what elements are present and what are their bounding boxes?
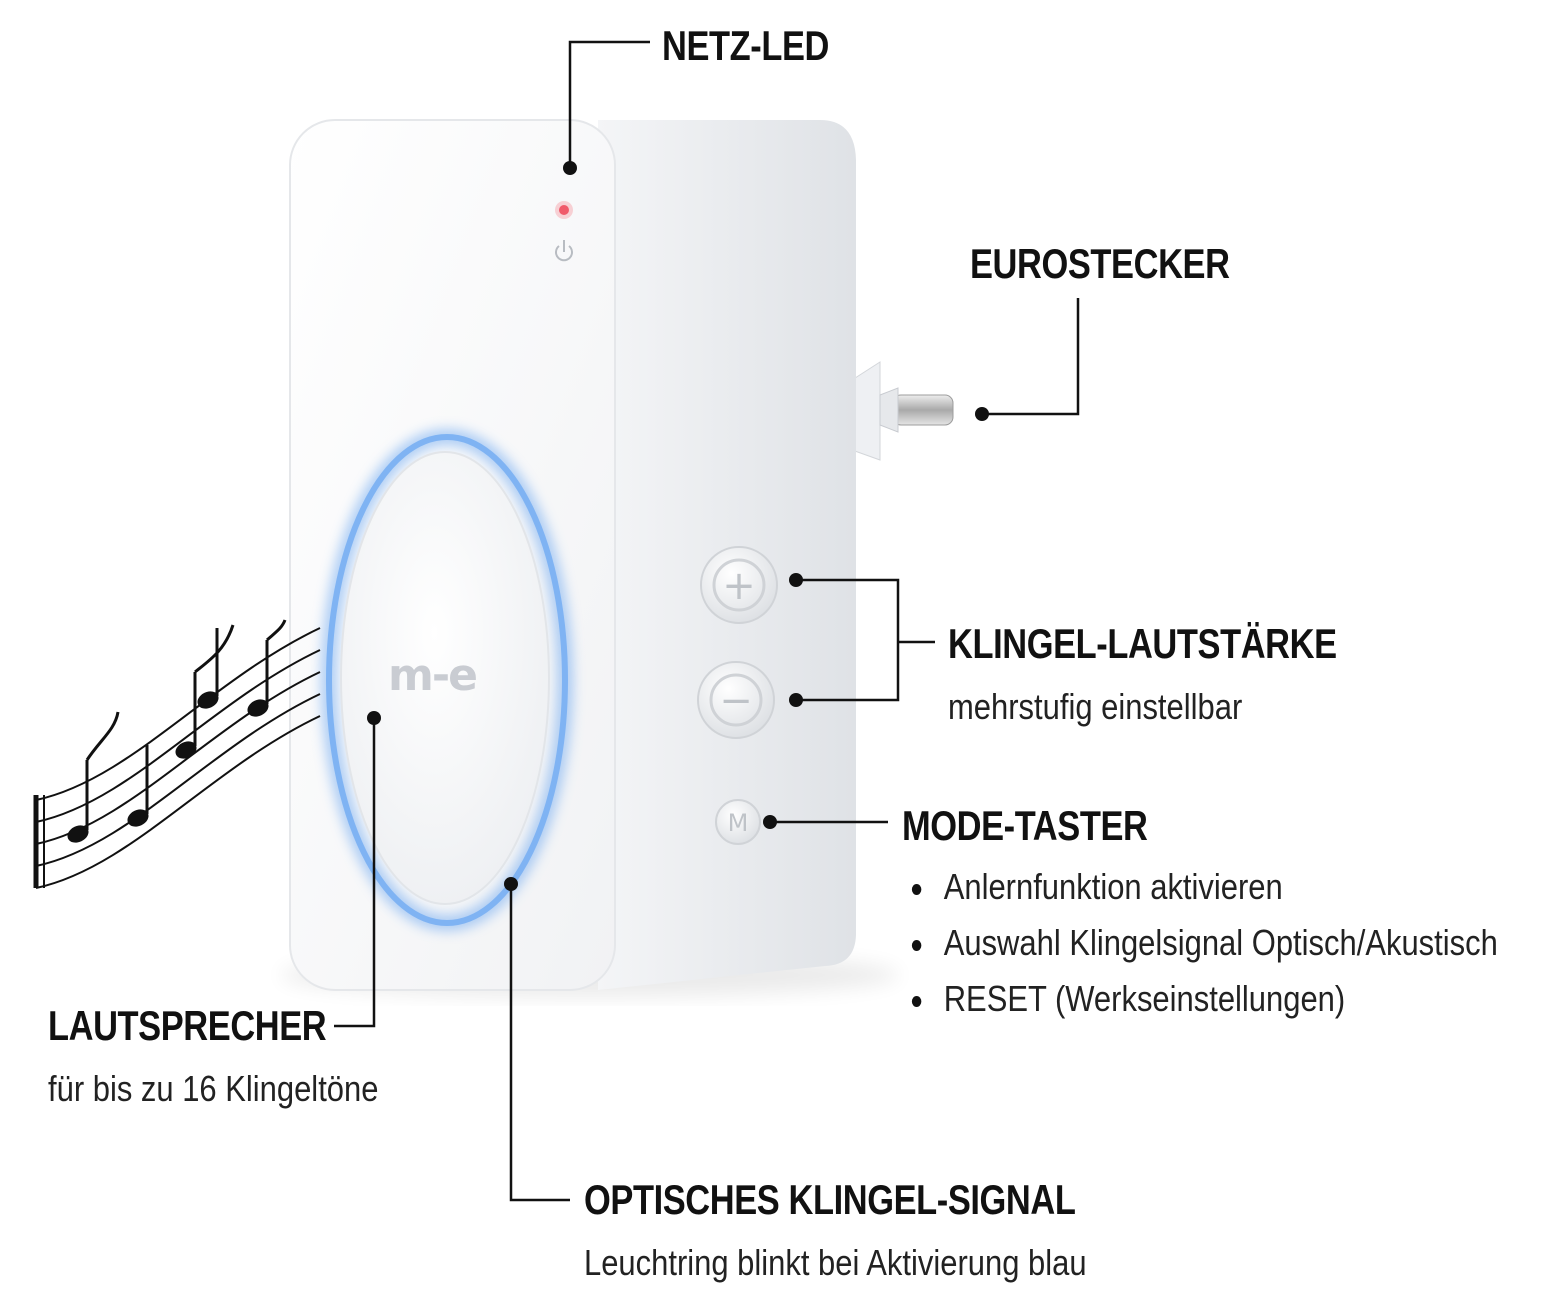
mode-item-text: Auswahl Klingelsignal Optisch/Akustisch: [943, 922, 1498, 963]
mode-button[interactable]: M: [715, 799, 761, 845]
mode-item: RESET (Werkseinstellungen): [905, 978, 1498, 1020]
light-ring: [326, 434, 568, 926]
lautstaerke-title: KLINGEL-LAUTSTÄRKE: [948, 620, 1337, 667]
minus-icon: −: [719, 678, 753, 724]
lautsprecher-subtitle: für bis zu 16 Klingeltöne: [48, 1068, 379, 1109]
eurostecker-title: EUROSTECKER: [970, 240, 1230, 287]
leader-dots: [367, 161, 989, 891]
plus-icon: +: [722, 563, 756, 609]
leader-lines: [334, 40, 1080, 1202]
netz-led-title: NETZ-LED: [662, 22, 829, 69]
mode-title: MODE-TASTER: [902, 802, 1148, 849]
speaker-disc: [340, 451, 550, 905]
bullet-icon: [911, 996, 922, 1007]
music-notes-icon: [33, 619, 321, 889]
bullet-icon: [911, 940, 922, 951]
volume-up-button[interactable]: +: [700, 546, 778, 624]
mode-item: Auswahl Klingelsignal Optisch/Akustisch: [905, 922, 1498, 964]
mode-item: Anlernfunktion aktivieren: [905, 866, 1498, 908]
lautstaerke-subtitle: mehrstufig einstellbar: [948, 686, 1243, 727]
lautsprecher-title: LAUTSPRECHER: [48, 1002, 327, 1049]
optisch-subtitle: Leuchtring blinkt bei Aktivierung blau: [584, 1242, 1087, 1283]
optisch-title: OPTISCHES KLINGEL-SIGNAL: [584, 1176, 1076, 1223]
mode-item-text: Anlernfunktion aktivieren: [943, 866, 1283, 907]
bullet-icon: [911, 884, 922, 895]
euro-plug-icon: [851, 361, 954, 461]
mode-items: Anlernfunktion aktivieren Auswahl Klinge…: [905, 866, 1498, 1034]
netz-led-light: [559, 205, 569, 215]
power-icon: [555, 240, 573, 262]
volume-down-button[interactable]: −: [697, 661, 775, 739]
mode-item-text: RESET (Werkseinstellungen): [943, 978, 1346, 1019]
mode-m-icon: M: [728, 809, 749, 837]
brand-logo: m-e: [388, 650, 478, 701]
